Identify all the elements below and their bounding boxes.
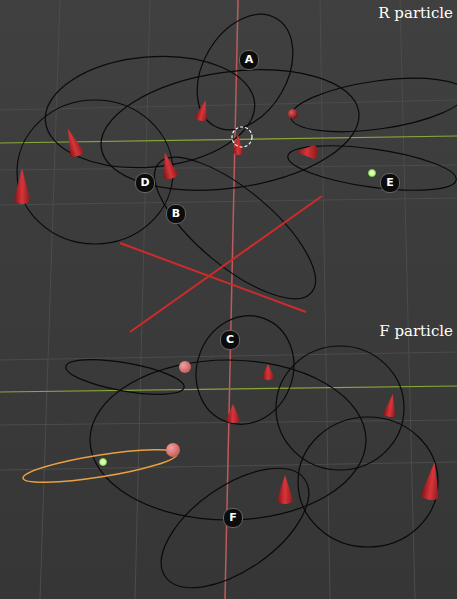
callout-letter: F	[223, 508, 243, 528]
origin-cursor	[232, 127, 252, 147]
callout-letter: B	[166, 204, 186, 224]
cone-markers	[14, 99, 443, 504]
selected-orbit	[21, 443, 179, 489]
cross-lines	[120, 196, 322, 332]
sphere-marker	[166, 443, 180, 457]
callout-letter: C	[220, 330, 240, 350]
callout-letter: A	[239, 50, 259, 70]
selected-point	[369, 170, 376, 177]
sphere-marker	[179, 361, 191, 373]
selected-point	[100, 459, 107, 466]
panel-title: F particle	[379, 322, 453, 340]
callout-letter: E	[380, 173, 400, 193]
y-axis	[0, 136, 457, 143]
sphere-marker	[288, 109, 298, 119]
callout-letter: D	[135, 173, 155, 193]
orbit-ellipses	[17, 0, 457, 599]
y-axis	[0, 386, 457, 392]
panel-title: R particle	[378, 4, 453, 22]
